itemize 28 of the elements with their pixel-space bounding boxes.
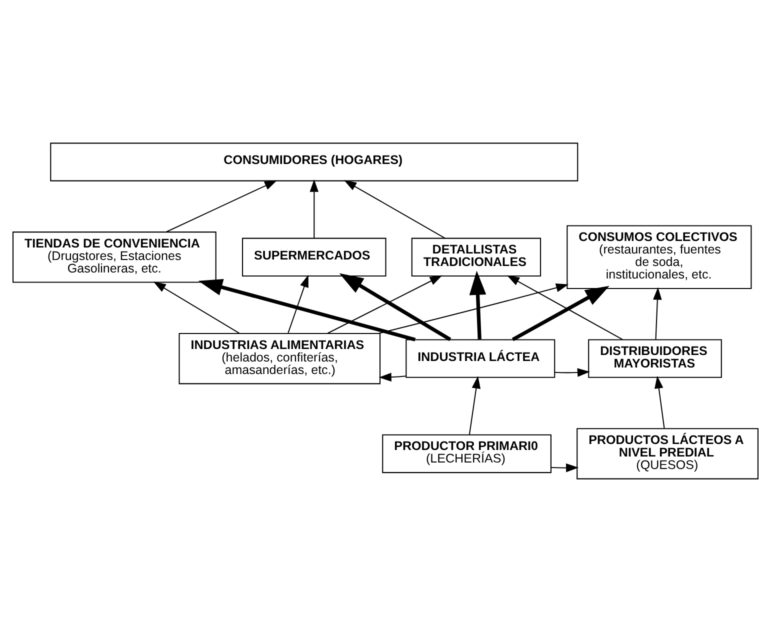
arrow [551, 463, 579, 472]
node-box: DETALLISTAS TRADICIONALES [411, 238, 542, 276]
arrow [469, 270, 486, 340]
arrow [378, 372, 406, 382]
arrow [378, 284, 569, 334]
arrow [653, 287, 662, 340]
arrow [654, 376, 665, 428]
arrow [344, 180, 446, 239]
node-box: SUPERMERCADOS [242, 238, 386, 276]
node-box: DISTRIBUIDORES MAYORISTAS [588, 339, 722, 378]
arrow [166, 180, 278, 232]
arrow [153, 282, 240, 334]
arrow [288, 274, 308, 334]
node-box: PRODUCTOS LÁCTEOS A NIVEL PREDIAL (QUESOS) [576, 428, 759, 480]
arrow [554, 368, 590, 377]
node-box: TIENDAS DE CONVENIENCIA (Drugstores, Estaciones Gasolineras, etc. [12, 232, 216, 283]
node-box: CONSUMIDORES (HOGARES) [50, 142, 578, 182]
node-box: INDUSTRIA LÁCTEA [406, 339, 556, 378]
arrow [327, 275, 442, 334]
node-box: CONSUMOS COLECTIVOS (restaurantes, fuentes de soda, institucionales, etc. [566, 225, 752, 290]
arrow [339, 273, 452, 342]
node-box: INDUSTRIAS ALIMENTARIAS (helados, confiterías, amasanderías, etc.) [178, 332, 381, 384]
node-box: PRODUCTOR PRIMARI0 (LECHERÍAS) [382, 434, 552, 474]
arrow [468, 376, 481, 435]
arrow [198, 278, 416, 342]
arrow [310, 179, 319, 238]
arrow [512, 286, 610, 342]
arrow [506, 275, 623, 340]
